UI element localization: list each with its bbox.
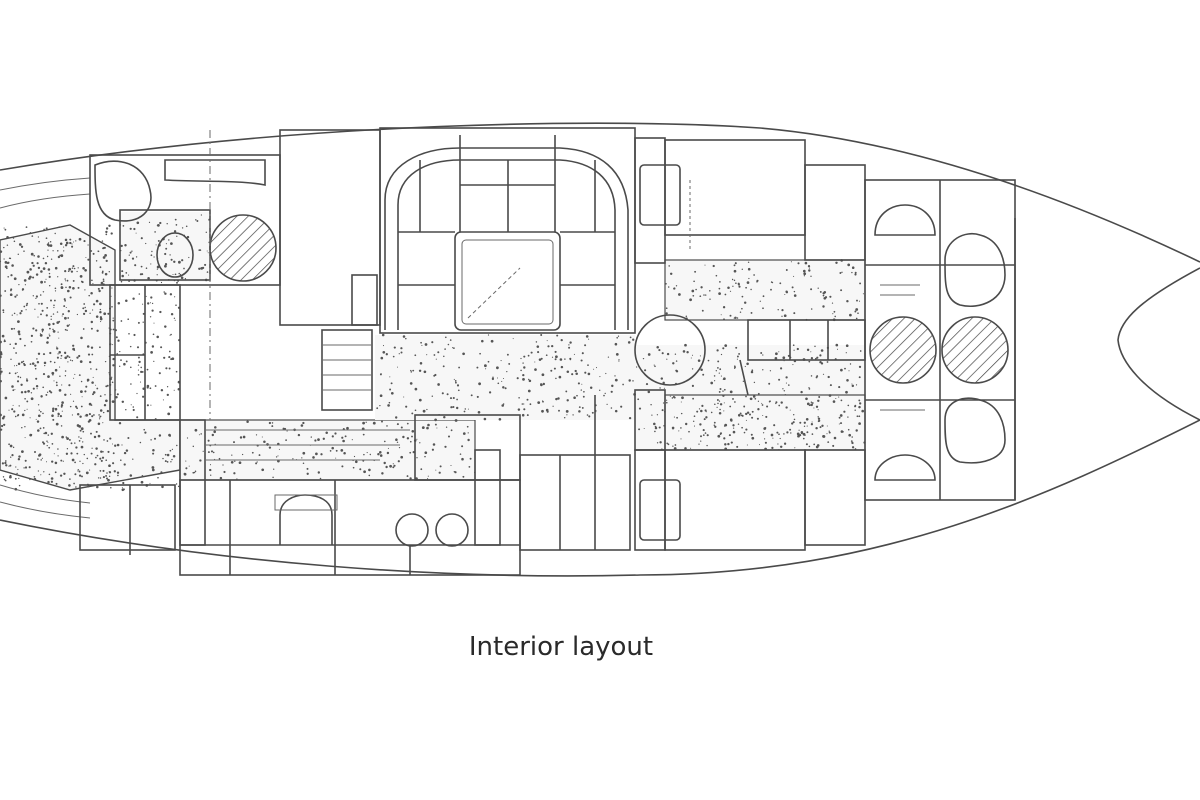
port-settee — [109, 284, 181, 421]
hull-outline — [0, 122, 1200, 577]
aft-heads-compartment — [89, 130, 281, 420]
saloon-dinette — [379, 127, 636, 334]
forepeak — [1014, 218, 1200, 500]
forward-port-cabin — [639, 449, 866, 551]
interior-floor-plan — [0, 122, 1200, 577]
diagram-caption: Interior layout — [468, 632, 654, 662]
companionway — [279, 129, 381, 411]
forward-heads — [864, 179, 1016, 501]
